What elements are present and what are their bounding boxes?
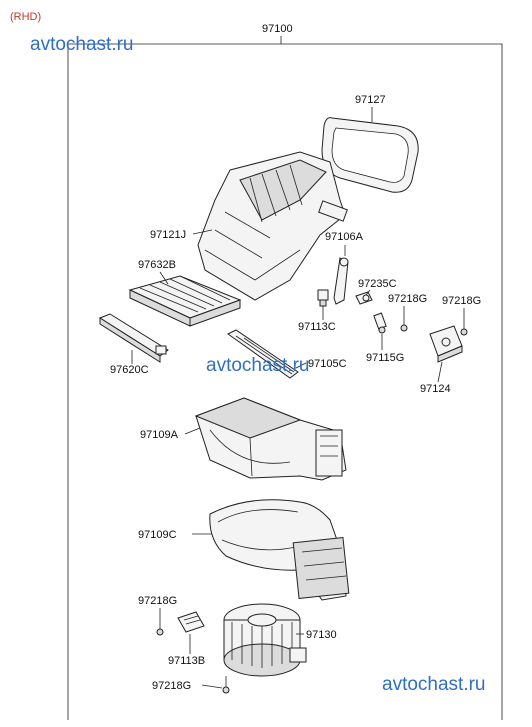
screw-97218G-b bbox=[460, 318, 468, 336]
label-97130: 97130 bbox=[306, 629, 337, 641]
screw-97218G-c bbox=[156, 616, 164, 636]
air-filter-97632B bbox=[128, 275, 242, 327]
watermark-middle: avtochast.ru bbox=[206, 355, 310, 376]
watermark-bottom-right: avtochast.ru bbox=[382, 674, 486, 695]
resistor-97113B bbox=[177, 611, 205, 633]
screw-97218G-a bbox=[400, 316, 408, 332]
blower-motor-97130 bbox=[223, 603, 307, 677]
label-97105C: 97105C bbox=[308, 358, 347, 370]
label-97113B: 97113B bbox=[168, 655, 205, 667]
label-97115G: 97115G bbox=[366, 352, 404, 364]
label-97218G-a: 97218G bbox=[388, 293, 427, 305]
actuator-lever-97106A bbox=[333, 257, 349, 305]
assembly-number: 97100 bbox=[262, 23, 293, 35]
leader-97124 bbox=[437, 361, 443, 383]
lower-case-97109C bbox=[209, 499, 350, 601]
leader-97632B bbox=[159, 271, 169, 285]
label-97218G-b: 97218G bbox=[442, 295, 481, 307]
label-97235C: 97235C bbox=[358, 278, 397, 290]
seal-strip-97105C bbox=[227, 329, 299, 379]
leader-97218G-d bbox=[201, 684, 223, 689]
label-97632B: 97632B bbox=[138, 259, 176, 271]
label-97109A: 97109A bbox=[140, 429, 179, 441]
label-97218G-d: 97218G bbox=[152, 680, 191, 692]
label-97124: 97124 bbox=[420, 383, 451, 395]
screw-97218G-d bbox=[222, 676, 230, 694]
label-97106A: 97106A bbox=[325, 231, 364, 243]
watermark-top-left: avtochast.ru bbox=[30, 34, 134, 55]
leader-97105C bbox=[295, 362, 307, 369]
variant-label: (RHD) bbox=[10, 11, 41, 23]
assembly-frame bbox=[67, 43, 503, 720]
upper-case-97109A bbox=[194, 397, 347, 481]
sensor-97115G bbox=[373, 312, 387, 334]
intake-housing-97121J bbox=[197, 151, 348, 301]
label-97121J: 97121J bbox=[150, 229, 186, 241]
label-97113C: 97113C bbox=[298, 321, 336, 333]
clip-97113C bbox=[317, 289, 329, 307]
filter-cover-97620C bbox=[98, 313, 169, 363]
label-97620C: 97620C bbox=[110, 364, 149, 376]
link-97235C bbox=[355, 291, 373, 305]
label-97109C: 97109C bbox=[138, 529, 177, 541]
leader-97109A bbox=[184, 427, 201, 435]
label-97127: 97127 bbox=[355, 94, 386, 106]
leader-97235C bbox=[365, 289, 371, 296]
leader-97121J bbox=[192, 229, 213, 235]
gasket-97127 bbox=[321, 117, 419, 193]
actuator-97124 bbox=[429, 325, 463, 363]
label-97218G-c: 97218G bbox=[138, 595, 177, 607]
